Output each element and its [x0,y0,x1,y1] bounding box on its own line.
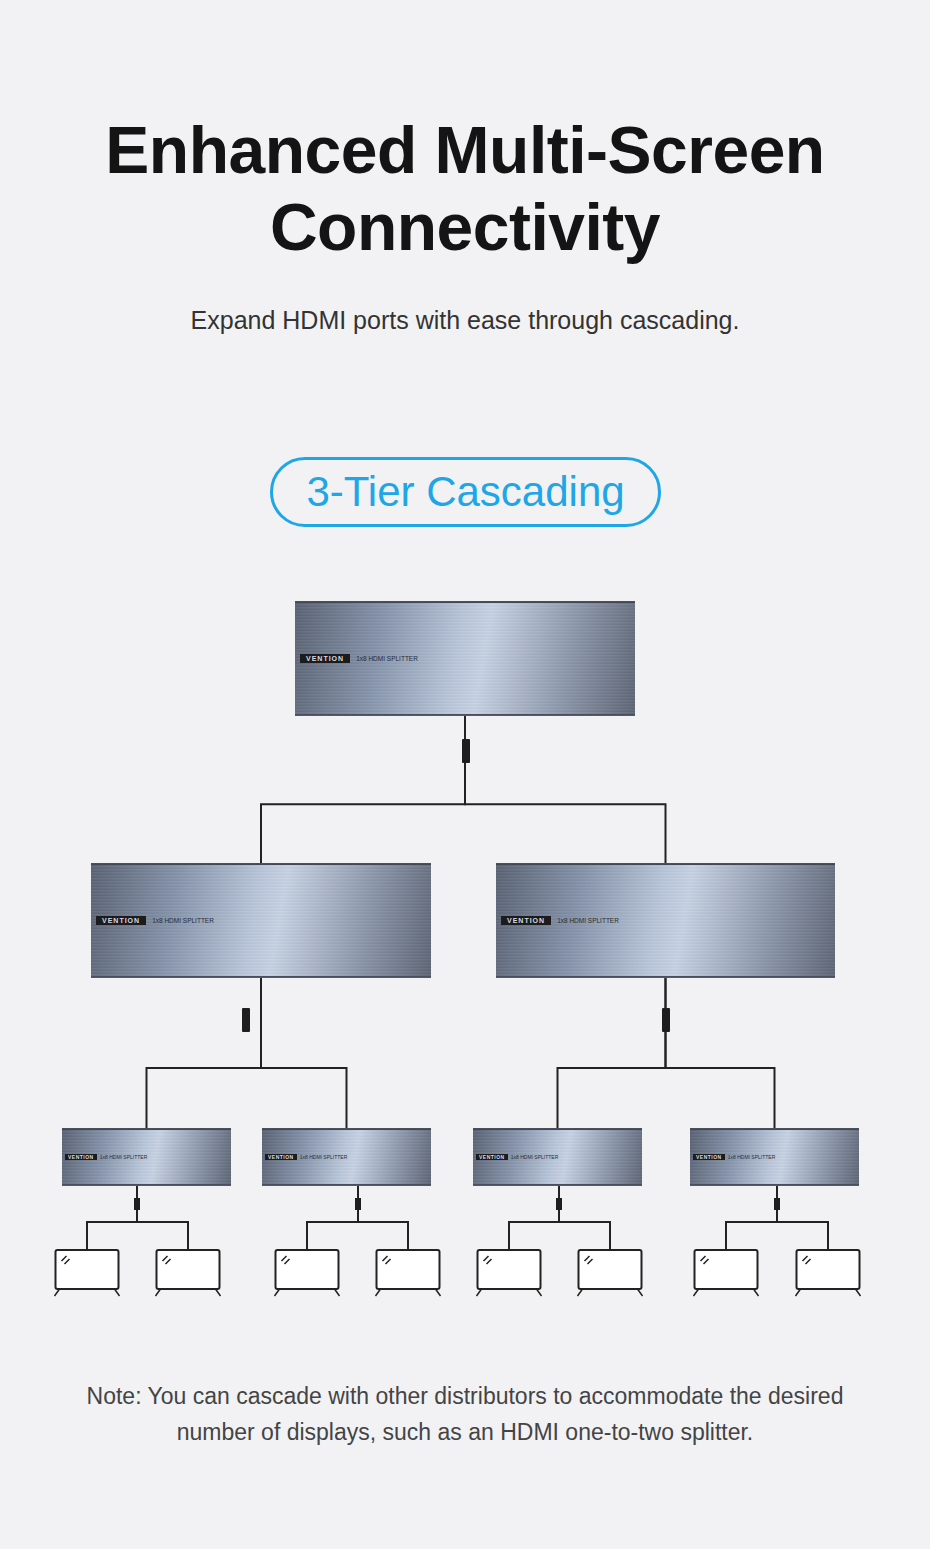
tv-screen [157,1250,220,1289]
model-label: 1x8 HDMI SPLITTER [728,1154,776,1160]
tv-screen [56,1250,119,1289]
brand-label: VENTION [265,1154,297,1160]
cascade-connector [558,978,666,1128]
hdmi-splitter: VENTION 1x8 HDMI SPLITTER [295,601,635,716]
tv-wire [509,1186,610,1250]
tv-glare [701,1256,709,1264]
hdmi-splitter: VENTION1x8 HDMI SPLITTER [62,1128,231,1186]
tier-badge: 3-Tier Cascading [270,457,661,527]
hdmi-plug [242,1008,250,1032]
tv-glare [484,1256,492,1264]
hdmi-splitter: VENTION 1x8 HDMI SPLITTER [91,863,431,978]
cascade-connector [666,978,775,1128]
tv-glare [803,1256,811,1264]
note-caption: Note: You can cascade with other distrib… [85,1378,845,1450]
hdmi-plug [662,1008,670,1032]
hdmi-plug [774,1198,780,1210]
brand-label: VENTION [65,1154,97,1160]
tv-legs [275,1289,340,1296]
hdmi-splitter: VENTION1x8 HDMI SPLITTER [262,1128,431,1186]
tv-screen [579,1250,642,1289]
hdmi-splitter: VENTION 1x8 HDMI SPLITTER [496,863,835,978]
tv-screen [478,1250,541,1289]
cascade-connector [261,978,347,1128]
model-label: 1x8 HDMI SPLITTER [100,1154,148,1160]
tv-screen [695,1250,758,1289]
tv-screen [797,1250,860,1289]
hdmi-plug [355,1198,361,1210]
tv-glare [383,1256,391,1264]
model-label: 1x8 HDMI SPLITTER [300,1154,348,1160]
tv-screen [377,1250,440,1289]
badge-text: 3-Tier Cascading [306,468,624,516]
hdmi-plug [134,1198,140,1210]
model-label: 1x8 HDMI SPLITTER [356,655,418,662]
page-title: Enhanced Multi-Screen Connectivity [0,112,930,266]
tv-legs [55,1289,120,1296]
brand-label: VENTION [476,1154,508,1160]
subtitle: Expand HDMI ports with ease through casc… [0,306,930,335]
tv-glare [163,1256,171,1264]
hdmi-plug [462,739,470,763]
tv-glare [282,1256,290,1264]
hdmi-splitter: VENTION1x8 HDMI SPLITTER [473,1128,642,1186]
cascade-connector [465,716,666,863]
tv-legs [694,1289,759,1296]
tv-wire [726,1186,828,1250]
tv-legs [477,1289,542,1296]
hdmi-plug [556,1198,562,1210]
tv-wire [87,1186,188,1250]
tv-screen [276,1250,339,1289]
tv-legs [376,1289,441,1296]
model-label: 1x8 HDMI SPLITTER [511,1154,559,1160]
model-label: 1x8 HDMI SPLITTER [152,917,214,924]
tv-glare [585,1256,593,1264]
tv-legs [156,1289,221,1296]
hdmi-splitter: VENTION1x8 HDMI SPLITTER [690,1128,859,1186]
tv-legs [796,1289,861,1296]
brand-label: VENTION [501,916,551,925]
brand-label: VENTION [96,916,146,925]
model-label: 1x8 HDMI SPLITTER [557,917,619,924]
cascade-connector [261,716,465,863]
tv-legs [578,1289,643,1296]
brand-label: VENTION [693,1154,725,1160]
cascade-connector [147,978,262,1128]
brand-label: VENTION [300,654,350,663]
tv-wire [307,1186,408,1250]
tv-glare [62,1256,70,1264]
